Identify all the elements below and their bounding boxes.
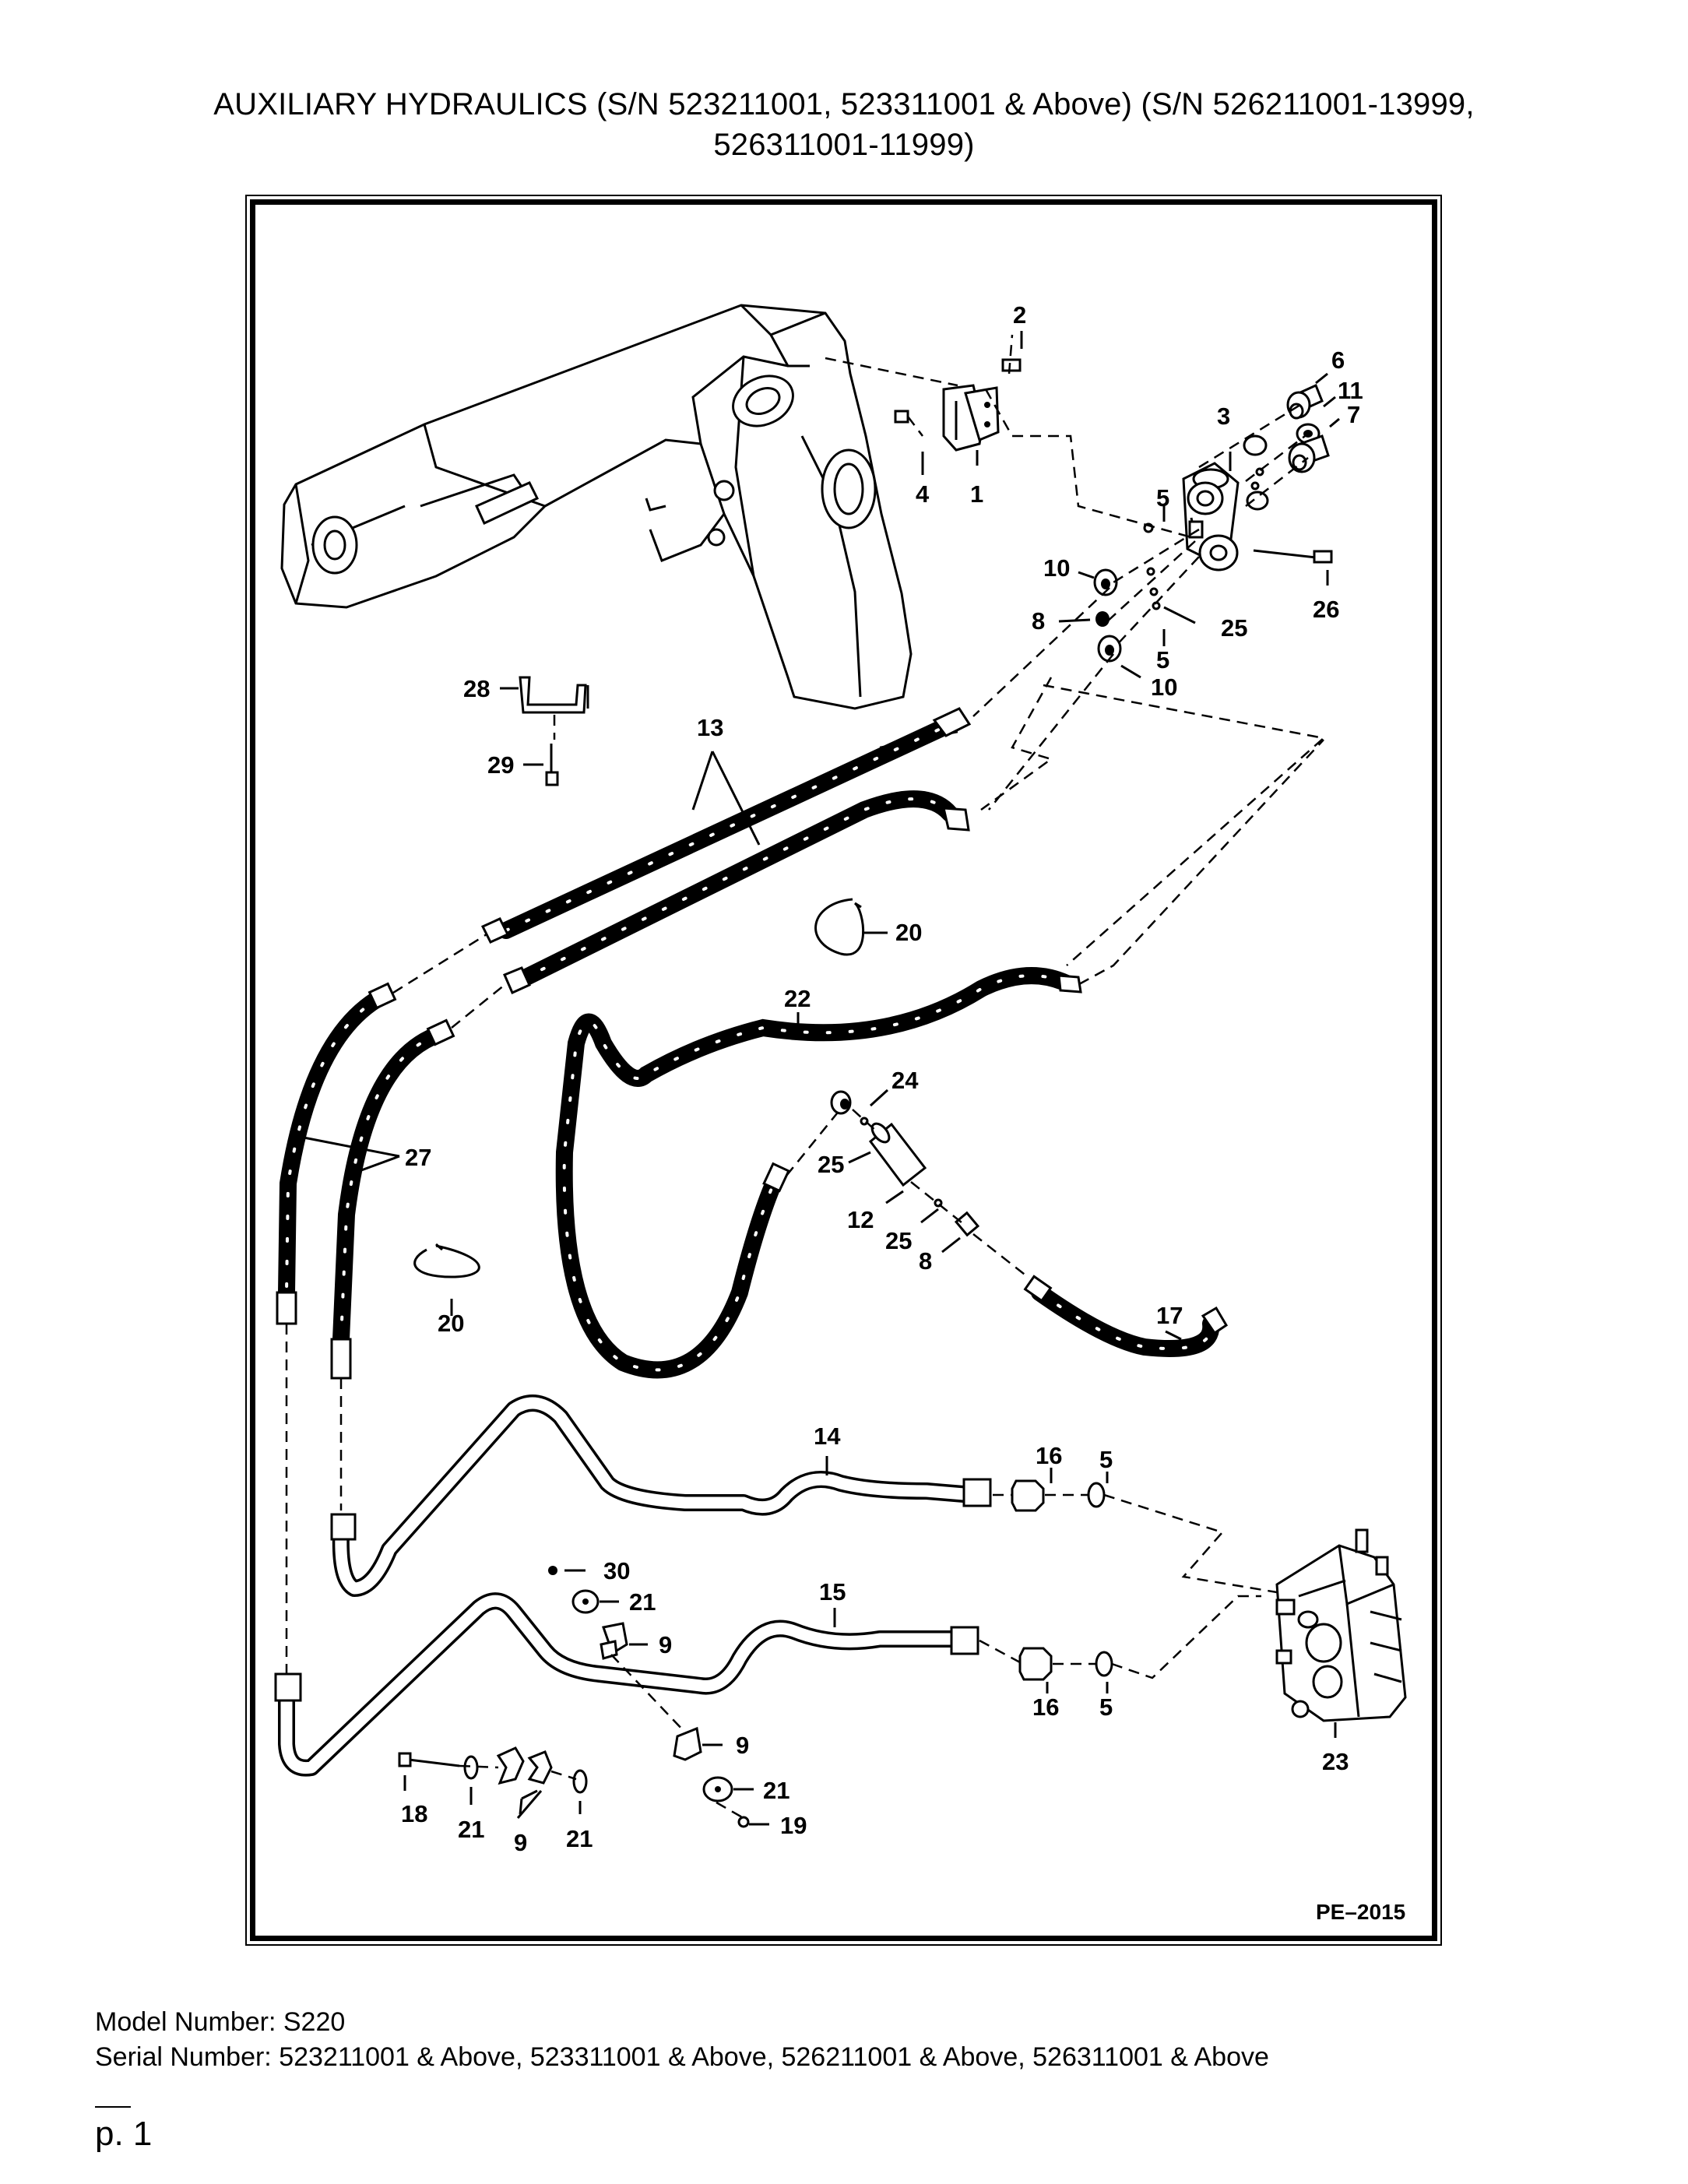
tube-15: [274, 1592, 1261, 1777]
page-number: p. 1: [95, 2115, 153, 2153]
model-number: Model Number: S220: [95, 2007, 346, 2037]
callout-5-mid: 5: [1156, 646, 1169, 673]
title-line-1: AUXILIARY HYDRAULICS (S/N 523211001, 523…: [213, 87, 1475, 121]
callout-8-upper: 8: [1032, 607, 1045, 635]
callout-19: 19: [780, 1812, 807, 1839]
control-valve: [1275, 1528, 1407, 1722]
callout-26: 26: [1313, 596, 1339, 623]
callout-8-lower: 8: [919, 1247, 932, 1275]
callout-21-b: 21: [763, 1777, 789, 1804]
mounting-bracket: [894, 358, 1022, 452]
callout-17: 17: [1156, 1302, 1183, 1329]
callout-15: 15: [819, 1578, 846, 1605]
tie-straps: [413, 898, 864, 1278]
hoses-13: [480, 707, 972, 994]
case-drain-filter: [786, 1090, 1229, 1357]
callout-4: 4: [916, 480, 930, 508]
callout-16-upper: 16: [1036, 1442, 1062, 1469]
page-rule: [95, 2106, 131, 2108]
callout-9-c: 9: [514, 1829, 527, 1856]
callout-25-lower: 25: [885, 1227, 912, 1254]
callout-14: 14: [814, 1423, 841, 1450]
callout-28: 28: [463, 675, 490, 702]
callout-21-a: 21: [629, 1588, 656, 1616]
serial-number: Serial Number: 523211001 & Above, 523311…: [95, 2042, 1269, 2072]
callout-18: 18: [401, 1800, 427, 1827]
callout-5-right-lower: 5: [1099, 1693, 1113, 1721]
hose-clamp-bracket: [519, 676, 589, 786]
page-title: AUXILIARY HYDRAULICS (S/N 523211001, 523…: [0, 84, 1688, 165]
title-line-2: 526311001-11999): [713, 128, 975, 162]
tube-14: [330, 1394, 1278, 1597]
callout-10-upper: 10: [1043, 554, 1070, 582]
callout-9-a: 9: [659, 1631, 672, 1658]
callout-labels: 1 2 3 4 5 6 11 7 10 8 25 5 10 26 28 29 1…: [401, 301, 1405, 1924]
quick-coupler-block: [1182, 383, 1333, 571]
callout-2: 2: [1013, 301, 1026, 329]
callout-29: 29: [487, 751, 514, 779]
callout-7: 7: [1347, 401, 1360, 428]
callout-27: 27: [405, 1144, 431, 1171]
callout-23: 23: [1322, 1748, 1349, 1775]
callout-1: 1: [970, 480, 983, 508]
callout-12: 12: [847, 1206, 874, 1233]
diagram-frame-outer: [245, 195, 1442, 1946]
callout-22: 22: [784, 985, 811, 1012]
callout-20-lower: 20: [438, 1310, 464, 1337]
leader-lines: [299, 331, 1340, 1826]
drawing-number: PE–2015: [1316, 1900, 1405, 1924]
adapter-fittings: [1093, 522, 1161, 663]
callout-10-lower: 10: [1151, 673, 1177, 701]
callout-21-c: 21: [458, 1816, 484, 1843]
diagram-frame: [250, 199, 1437, 1941]
callout-25-mid: 25: [818, 1151, 844, 1178]
callout-9-b: 9: [736, 1732, 749, 1759]
hose-22: [555, 739, 1324, 1379]
callout-13: 13: [697, 714, 723, 741]
callout-5-upper: 5: [1156, 484, 1169, 512]
callout-21-d: 21: [566, 1825, 593, 1852]
callout-25-upper: 25: [1221, 614, 1247, 642]
callout-16-lower: 16: [1032, 1693, 1059, 1721]
tube-clamp-hardware: [398, 1566, 750, 1828]
lift-arm: [280, 304, 913, 710]
callout-3: 3: [1217, 403, 1230, 430]
hoses-27: [276, 933, 505, 1674]
callout-30: 30: [603, 1557, 630, 1584]
callout-20-upper: 20: [895, 919, 922, 946]
callout-11: 11: [1338, 377, 1363, 404]
callout-24: 24: [891, 1067, 919, 1094]
callout-6: 6: [1331, 346, 1345, 374]
callout-5-right-upper: 5: [1099, 1446, 1113, 1473]
